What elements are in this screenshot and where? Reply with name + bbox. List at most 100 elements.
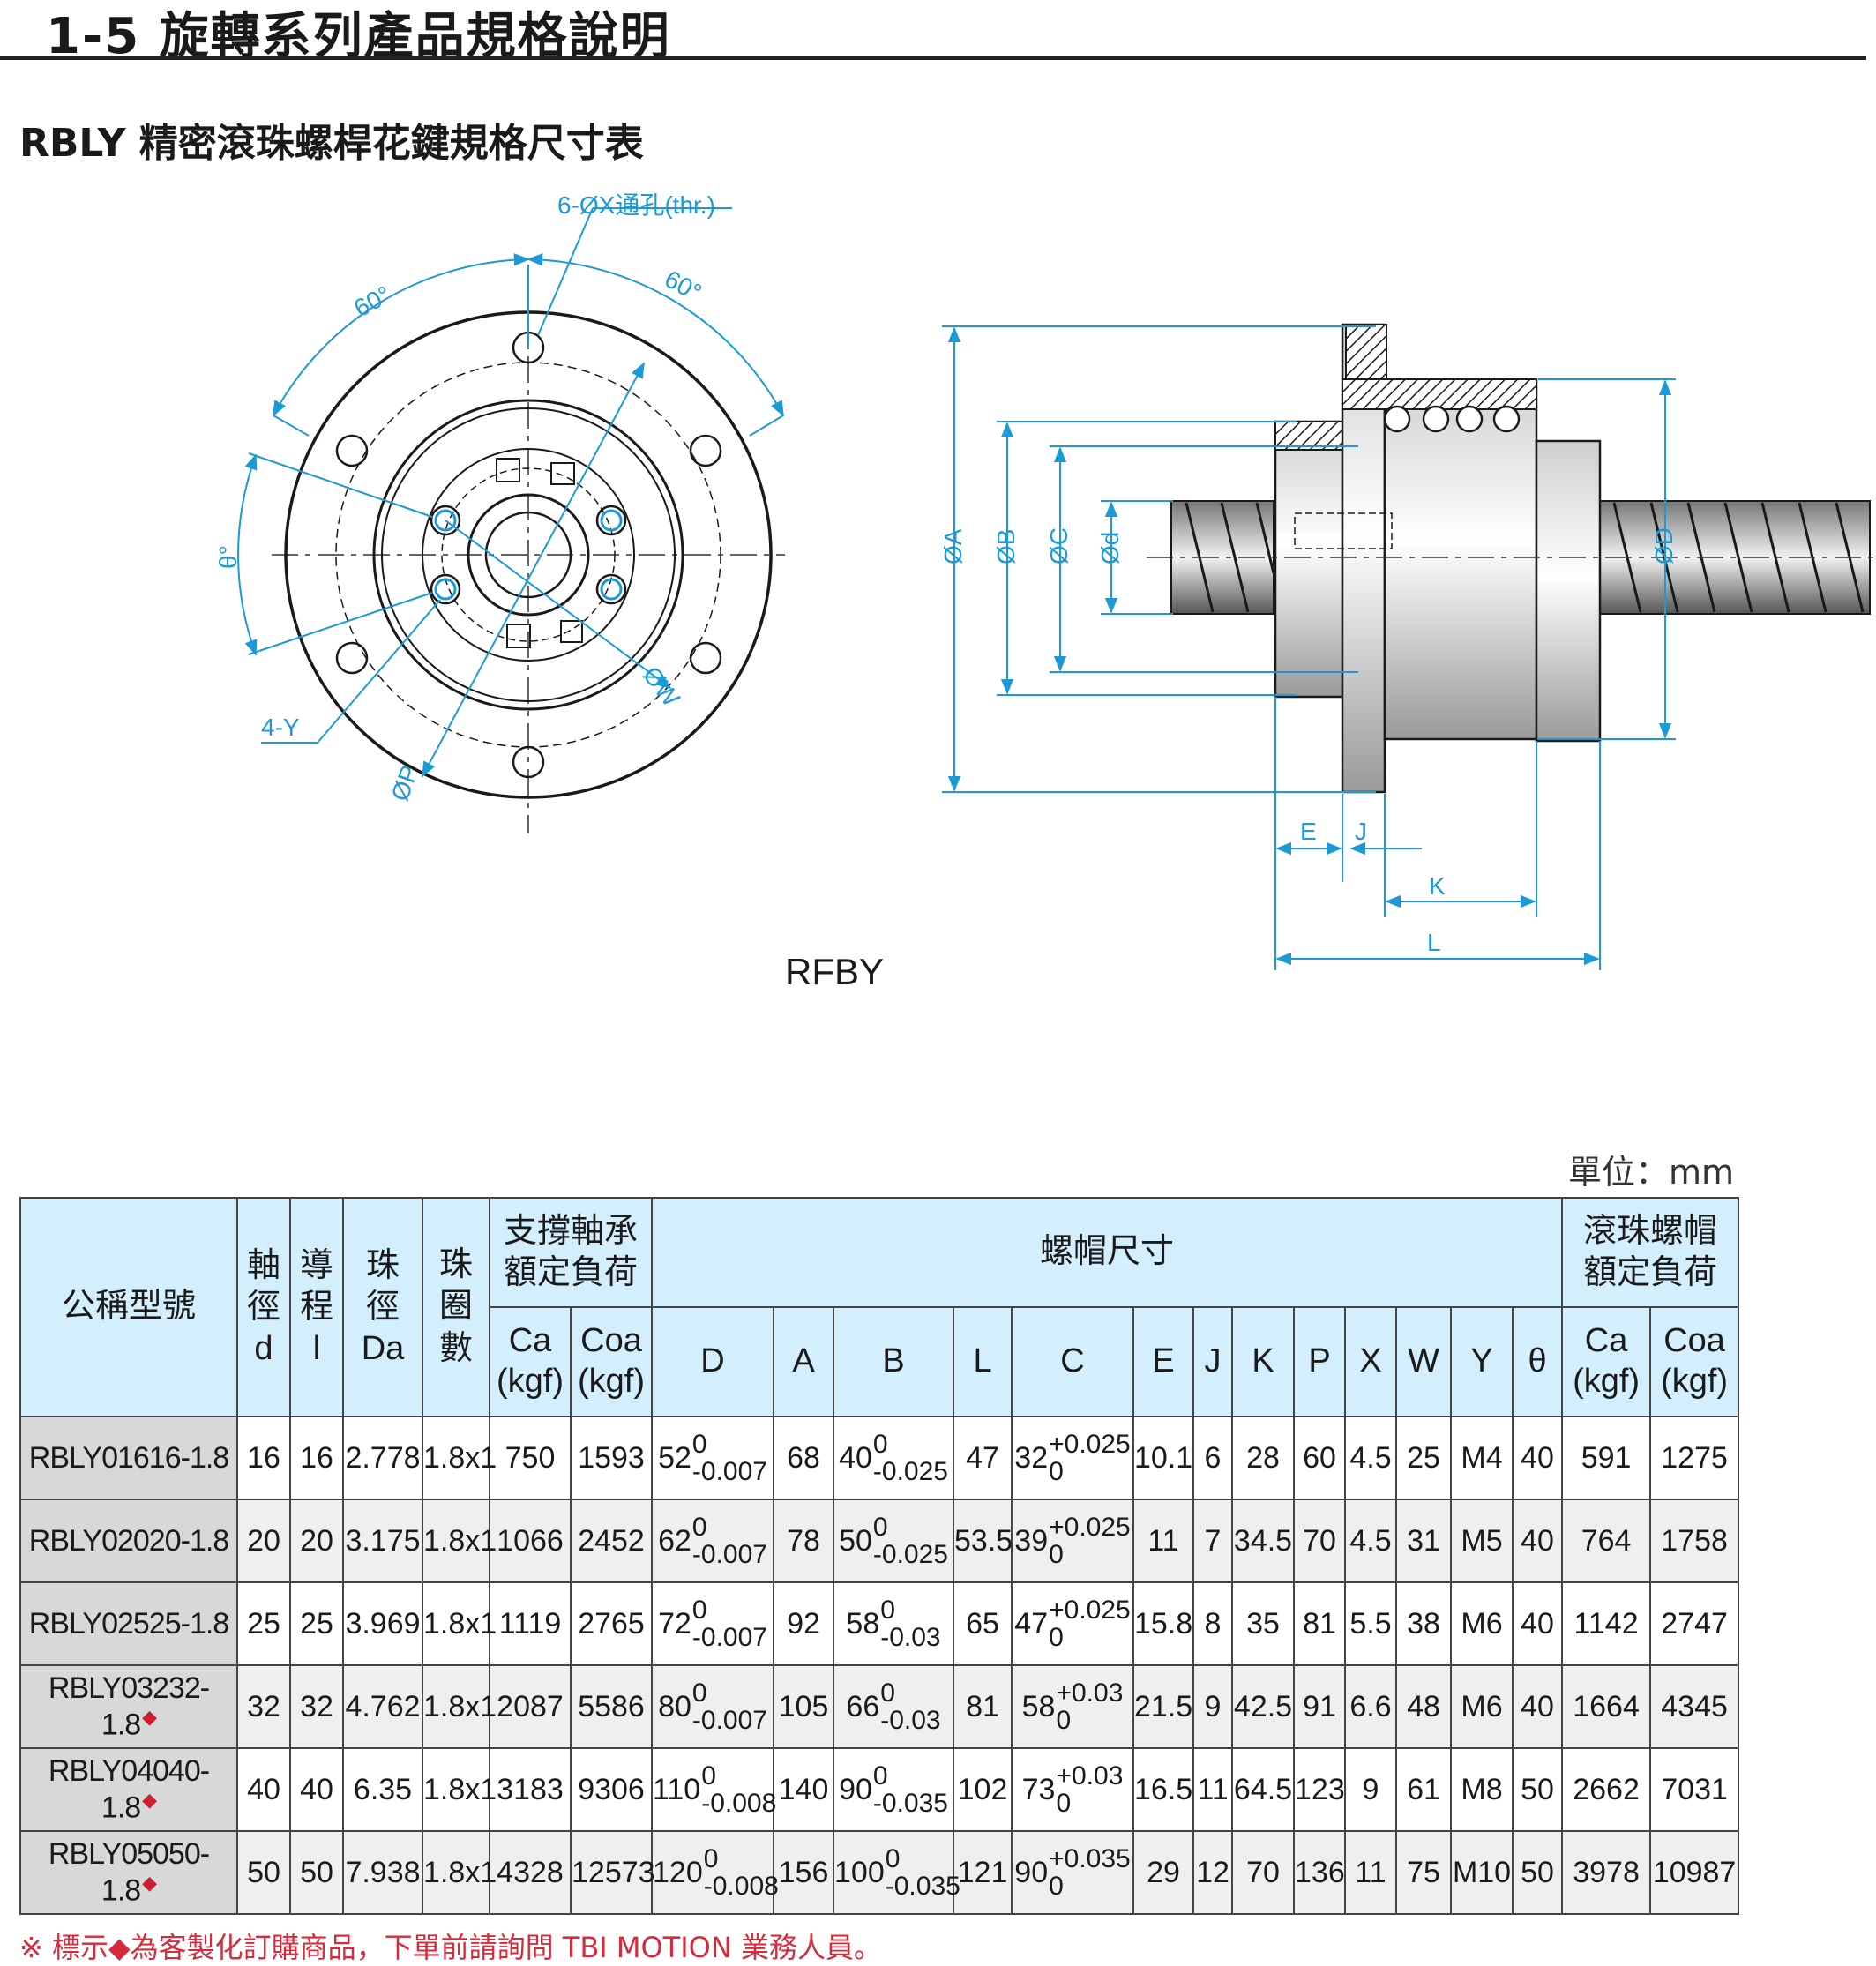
cell-Y: M10 bbox=[1450, 1830, 1514, 1915]
cell-ca2: 1664 bbox=[1561, 1664, 1652, 1749]
cell-Y: M4 bbox=[1450, 1416, 1514, 1500]
cell-P: 60 bbox=[1293, 1416, 1347, 1500]
cell-l: 25 bbox=[289, 1581, 344, 1666]
cell-da: 3.969 bbox=[342, 1581, 423, 1666]
side-dimension-labels: ØA ØB ØC Ød ØD E J K L bbox=[939, 527, 1678, 956]
cell-da: 7.938 bbox=[342, 1830, 423, 1915]
cell-ca2: 1142 bbox=[1561, 1581, 1652, 1666]
technical-drawing: 6-ØX通孔(thr.) 60° 60° θ° 4-Y ØP ØW bbox=[214, 191, 1876, 970]
cell-J: 12 bbox=[1192, 1830, 1234, 1915]
cell-E: 29 bbox=[1132, 1830, 1195, 1915]
header-model: 公稱型號 bbox=[19, 1197, 238, 1417]
cell-W: 48 bbox=[1395, 1664, 1453, 1749]
dia-d-small-label: Ød bbox=[1096, 532, 1124, 564]
header-ca1: Ca(kgf) bbox=[489, 1306, 572, 1417]
k-label: K bbox=[1429, 872, 1446, 900]
cell-J: 11 bbox=[1192, 1747, 1234, 1832]
cell-d: 32 bbox=[236, 1664, 291, 1749]
cell-E: 15.8 bbox=[1132, 1581, 1195, 1666]
cell-th: 40 bbox=[1512, 1499, 1564, 1583]
cell-L: 102 bbox=[953, 1747, 1013, 1832]
header-col-j: J bbox=[1192, 1306, 1234, 1417]
cell-th: 40 bbox=[1512, 1416, 1564, 1500]
header-col-e: E bbox=[1132, 1306, 1195, 1417]
cell-X: 5.5 bbox=[1344, 1581, 1398, 1666]
table-title: RBLY 精密滾珠螺桿花鍵規格尺寸表 bbox=[19, 121, 644, 166]
cell-E: 16.5 bbox=[1132, 1747, 1195, 1832]
dia-c-label: ØC bbox=[1045, 527, 1073, 564]
cell-L: 47 bbox=[953, 1416, 1013, 1500]
header-col-w: W bbox=[1395, 1306, 1453, 1417]
header-col-d: D bbox=[651, 1306, 775, 1417]
cell-d: 25 bbox=[236, 1581, 291, 1666]
cell-X: 4.5 bbox=[1344, 1499, 1398, 1583]
cell-coa1: 12573 bbox=[569, 1830, 655, 1915]
cell-model: RBLY02525-1.8 bbox=[19, 1581, 238, 1666]
cell-P: 91 bbox=[1293, 1664, 1347, 1749]
cell-W: 25 bbox=[1395, 1416, 1453, 1500]
angle-left-label: 60° bbox=[349, 280, 395, 322]
cell-coa2: 2747 bbox=[1649, 1581, 1740, 1666]
cell-A: 68 bbox=[773, 1416, 835, 1500]
cell-ca1: 750 bbox=[489, 1416, 572, 1500]
side-view bbox=[1147, 323, 1876, 794]
angle-right-label: 60° bbox=[661, 265, 706, 306]
cell-P: 70 bbox=[1293, 1499, 1347, 1583]
cell-L: 121 bbox=[953, 1830, 1013, 1915]
cell-d: 20 bbox=[236, 1499, 291, 1583]
cell-ca1: 3183 bbox=[489, 1747, 572, 1832]
header-col-k: K bbox=[1231, 1306, 1296, 1417]
cell-turns: 1.8x1 bbox=[422, 1416, 497, 1500]
header-col-y: Y bbox=[1450, 1306, 1514, 1417]
header-ball-load: 滾珠螺帽額定負荷 bbox=[1561, 1197, 1740, 1308]
cell-ca1: 1119 bbox=[489, 1581, 572, 1666]
cell-d: 50 bbox=[236, 1830, 291, 1915]
cell-da: 6.35 bbox=[342, 1747, 423, 1832]
cell-Y: M5 bbox=[1450, 1499, 1514, 1583]
cell-turns: 1.8x1 bbox=[422, 1664, 497, 1749]
dia-d-label: ØD bbox=[1650, 527, 1678, 564]
cell-W: 61 bbox=[1395, 1747, 1453, 1832]
model-caption: RFBY bbox=[785, 951, 885, 992]
cell-J: 8 bbox=[1192, 1581, 1234, 1666]
header-col-a: A bbox=[773, 1306, 835, 1417]
cell-model: RBLY02020-1.8 bbox=[19, 1499, 238, 1583]
cell-da: 2.778 bbox=[342, 1416, 423, 1500]
dia-a-label: ØA bbox=[939, 528, 967, 564]
cell-turns: 1.8x1 bbox=[422, 1747, 497, 1832]
header-turns: 珠圈數 bbox=[422, 1197, 490, 1417]
cell-J: 7 bbox=[1192, 1499, 1234, 1583]
cell-W: 31 bbox=[1395, 1499, 1453, 1583]
cell-L: 65 bbox=[953, 1581, 1013, 1666]
cell-K: 42.5 bbox=[1231, 1664, 1296, 1749]
cell-K: 28 bbox=[1231, 1416, 1296, 1500]
cell-ca1: 2087 bbox=[489, 1664, 572, 1749]
cell-coa2: 10987 bbox=[1649, 1830, 1740, 1915]
header-col-b: B bbox=[833, 1306, 955, 1417]
cell-J: 9 bbox=[1192, 1664, 1234, 1749]
cell-model: RBLY05050-1.8◆ bbox=[19, 1830, 238, 1915]
header-col-l: L bbox=[953, 1306, 1013, 1417]
cell-l: 20 bbox=[289, 1499, 344, 1583]
cell-ca1: 1066 bbox=[489, 1499, 572, 1583]
cell-coa1: 1593 bbox=[569, 1416, 654, 1500]
cell-d: 40 bbox=[236, 1747, 291, 1832]
cell-turns: 1.8x1 bbox=[422, 1581, 497, 1666]
custom-order-note: ※ 標示◆為客製化訂購商品，下單前請詢問 TBI MOTION 業務人員。 bbox=[19, 1931, 882, 1964]
cell-L: 53.5 bbox=[953, 1499, 1013, 1583]
e-label: E bbox=[1300, 818, 1317, 845]
cell-Y: M8 bbox=[1450, 1747, 1514, 1832]
cell-d: 16 bbox=[236, 1416, 291, 1500]
cell-th: 50 bbox=[1512, 1830, 1564, 1915]
